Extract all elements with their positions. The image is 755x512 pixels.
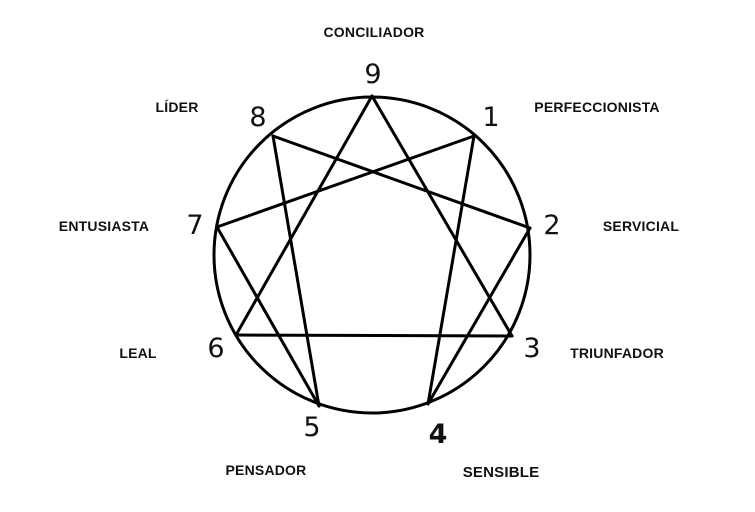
line-1-4 (426, 134, 476, 406)
line-7-1 (215, 134, 476, 229)
line-6-9 (234, 94, 374, 337)
line-9-3 (370, 94, 514, 338)
line-4-2 (426, 226, 532, 406)
type-name-2: SERVICIAL (603, 218, 679, 234)
line-5-7 (215, 225, 321, 408)
type-name-4: SENSIBLE (463, 464, 540, 481)
point-number-3: 3 (523, 333, 540, 364)
point-number-8: 8 (249, 102, 266, 133)
point-number-4: 4 (429, 419, 448, 450)
point-number-2: 2 (543, 210, 560, 241)
point-number-1: 1 (482, 102, 499, 133)
type-name-9: CONCILIADOR (324, 24, 425, 40)
type-name-7: ENTUSIASTA (59, 218, 149, 234)
point-number-9: 9 (364, 59, 381, 90)
point-numbers: 9 1 2 3 4 5 6 7 8 (186, 59, 560, 450)
type-name-3: TRIUNFADOR (570, 345, 664, 361)
type-name-6: LEAL (119, 345, 157, 361)
type-name-8: LÍDER (156, 99, 199, 115)
point-number-6: 6 (207, 333, 224, 364)
type-name-1: PERFECCIONISTA (534, 99, 659, 115)
type-names: CONCILIADOR PERFECCIONISTA SERVICIAL TRIUNF… (59, 24, 679, 481)
point-number-7: 7 (186, 210, 203, 241)
point-number-5: 5 (303, 412, 320, 443)
connection-lines (215, 94, 532, 408)
line-8-5 (271, 134, 321, 408)
enneagram-circle (212, 95, 532, 415)
line-2-8 (271, 134, 532, 230)
type-name-5: PENSADOR (226, 462, 307, 478)
